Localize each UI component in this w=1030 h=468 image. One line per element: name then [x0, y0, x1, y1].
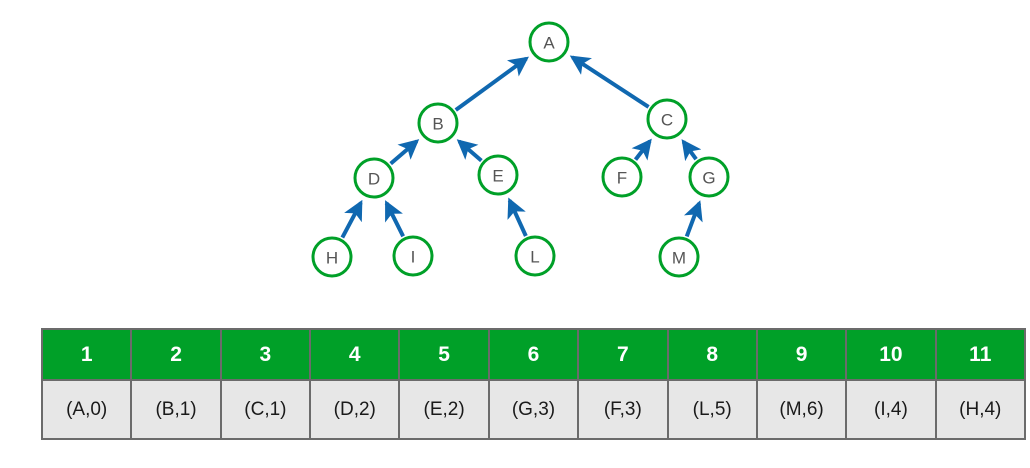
tree-node-label-g: G [702, 169, 715, 188]
tree-edge-G-to-C [681, 139, 702, 162]
tree-node-circle-a [528, 21, 570, 63]
tree-node-h: H [311, 236, 353, 278]
table-cell-2: (B,1) [130, 379, 222, 440]
tree-node-label-c: C [661, 111, 673, 130]
table-cell-6: (G,3) [487, 379, 580, 440]
tree-node-g: G [688, 156, 730, 198]
tree-edge-H-to-D [340, 199, 363, 239]
table-row: (A,0)(B,1)(C,1)(D,2)(E,2)(G,3)(F,3)(L,5)… [40, 379, 1026, 440]
tree-node-label-d: D [368, 170, 380, 189]
tree-node-label-b: B [432, 115, 443, 134]
tree-edge-C-to-A [569, 55, 650, 109]
tree-node-circle-h [311, 236, 353, 278]
tree-node-circle-f [601, 156, 643, 198]
tree-node-label-a: A [543, 34, 555, 53]
node-layer: A B C D E F G H I L M [311, 21, 730, 278]
table-header-cell-1: 1 [40, 328, 133, 381]
tree-node-i: I [392, 235, 434, 277]
tree-edge-E-to-B [456, 139, 483, 163]
tree-graph-canvas: A B C D E F G H I L M [311, 21, 730, 278]
tree-edge-L-to-E [507, 197, 528, 237]
tree-node-circle-l [514, 235, 556, 277]
tree-node-b: B [417, 102, 459, 144]
table-cell-5: (E,2) [398, 379, 490, 440]
tree-edge-F-to-C [631, 138, 652, 161]
tree-node-circle-b [417, 102, 459, 144]
table-header-cell-8: 8 [666, 328, 758, 381]
tree-node-label-i: I [411, 248, 416, 267]
table-cell-9: (M,6) [755, 379, 848, 440]
tree-node-f: F [601, 156, 643, 198]
table-header-cell-5: 5 [398, 328, 490, 381]
edge-layer [340, 55, 703, 239]
tree-node-circle-d [353, 157, 395, 199]
tree-node-label-f: F [617, 169, 627, 188]
tree-node-e: E [477, 154, 519, 196]
tree-node-d: D [353, 157, 395, 199]
table-header-cell-3: 3 [219, 328, 312, 381]
tree-node-label-e: E [492, 167, 503, 186]
table-cell-10: (I,4) [845, 379, 937, 440]
tree-edge-I-to-D [384, 200, 405, 238]
tree-edge-D-to-B [389, 139, 420, 166]
table-header-cell-9: 9 [755, 328, 848, 381]
table-header-cell-6: 6 [487, 328, 580, 381]
table-header-cell-7: 7 [577, 328, 669, 381]
table-cell-8: (L,5) [666, 379, 758, 440]
tree-edge-B-to-A [454, 56, 529, 112]
tree-node-label-l: L [530, 248, 539, 267]
tree-edge-M-to-G [683, 200, 703, 238]
table-cell-11: (H,4) [934, 379, 1026, 440]
queue-table-body: (A,0)(B,1)(C,1)(D,2)(E,2)(G,3)(F,3)(L,5)… [40, 379, 1026, 440]
table-header-cell-4: 4 [309, 328, 401, 381]
table-header-cell-2: 2 [130, 328, 222, 381]
tree-node-a: A [528, 21, 570, 63]
tree-node-c: C [646, 98, 688, 140]
tree-node-circle-c [646, 98, 688, 140]
tree-node-circle-i [392, 235, 434, 277]
tree-node-circle-e [477, 154, 519, 196]
table-header-cell-10: 10 [845, 328, 937, 381]
tree-node-circle-m [658, 236, 700, 278]
table-cell-7: (F,3) [577, 379, 669, 440]
table-cell-4: (D,2) [309, 379, 401, 440]
table-cell-1: (A,0) [40, 379, 133, 440]
tree-node-l: L [514, 235, 556, 277]
tree-node-circle-g [688, 156, 730, 198]
table-header-cell-11: 11 [934, 328, 1026, 381]
table-cell-3: (C,1) [219, 379, 312, 440]
tree-node-label-m: M [672, 249, 686, 268]
tree-node-label-h: H [326, 249, 338, 268]
tree-diagram: A B C D E F G H I L M [311, 21, 730, 278]
tree-node-m: M [658, 236, 700, 278]
